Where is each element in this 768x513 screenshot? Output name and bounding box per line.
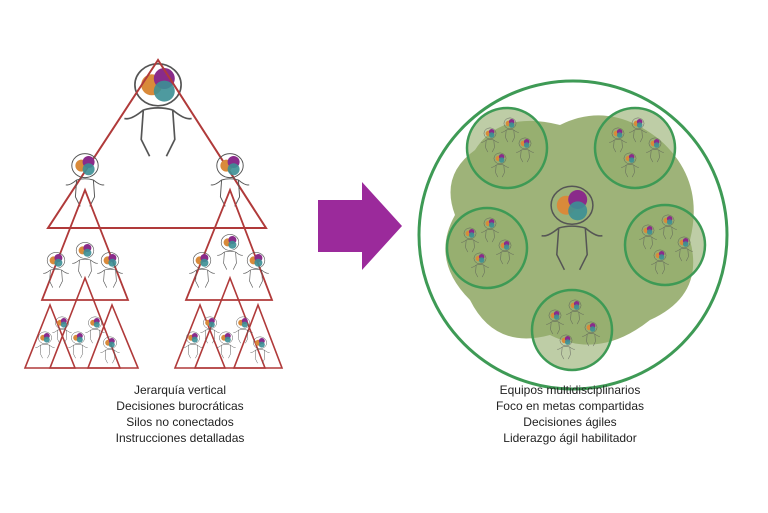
team-circle-left [445, 206, 529, 290]
agile-caption-line: Decisiones ágiles [523, 415, 617, 429]
hierarchy-caption-line: Silos no conectados [126, 415, 234, 429]
vertical-hierarchy [23, 58, 284, 369]
agile-caption-line: Foco en metas compartidas [495, 399, 645, 413]
transition-arrow [318, 182, 402, 270]
hierarchy-triangle-bottom-4 [173, 302, 227, 369]
agile-team-network [417, 79, 729, 391]
hierarchy-triangle-bottom-6 [232, 302, 284, 369]
agile-caption: Equipos multidisciplinarios Foco en meta… [440, 382, 700, 446]
mid-leader-figure-left [65, 153, 105, 207]
hierarchy-triangle-bottom-3 [86, 302, 140, 369]
agile-caption-line: Liderazgo ágil habilitador [503, 431, 637, 445]
team-circle-right [623, 203, 707, 287]
team-circle-top-right [593, 106, 677, 190]
hierarchy-caption-line: Jerarquía vertical [133, 383, 227, 397]
hierarchy-caption-line: Decisiones burocráticas [116, 399, 244, 413]
hierarchy-triangle-mid-left [40, 187, 130, 301]
agile-caption-line: Equipos multidisciplinarios [499, 383, 641, 397]
hierarchy-triangle-mid-right [184, 187, 274, 301]
hierarchy-caption-line: Instrucciones detalladas [115, 431, 245, 445]
silo-figures-left [42, 241, 124, 289]
team-circle-bottom [530, 288, 614, 372]
hierarchy-triangle-bottom-1 [23, 302, 77, 369]
team-circle-top-left [465, 106, 549, 190]
hierarchy-triangle-top [46, 58, 268, 229]
hierarchy-caption: Jerarquía vertical Decisiones burocrátic… [60, 382, 300, 446]
mid-leader-figure-right [210, 153, 250, 207]
top-leader-figure [123, 62, 193, 158]
hierarchy-triangle-bottom-2 [48, 275, 122, 369]
